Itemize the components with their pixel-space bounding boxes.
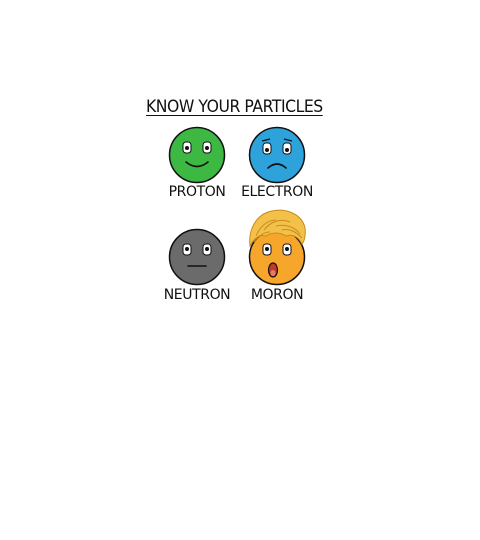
moron-label: MORON: [250, 287, 304, 303]
moron-face-icon: [246, 206, 308, 286]
electron-face-icon: [248, 126, 306, 184]
neutron-label: NEUTRON: [163, 287, 231, 303]
proton-face-icon: [168, 126, 226, 184]
poster-title: KNOW YOUR PARTICLES: [146, 97, 323, 117]
proton-label: PROTON: [168, 184, 226, 200]
neutron-face-icon: [168, 228, 226, 286]
electron-label: ELECTRON: [241, 184, 313, 200]
